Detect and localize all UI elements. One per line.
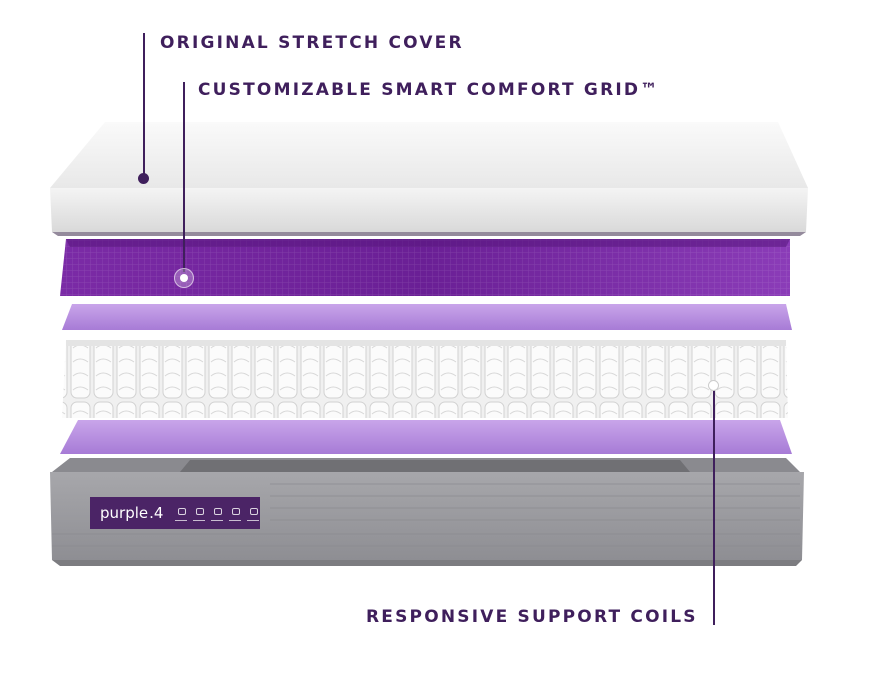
grid-callout-label: CUSTOMIZABLE SMART COMFORT GRID™ bbox=[198, 80, 660, 100]
grid-callout-dot bbox=[174, 268, 194, 288]
stretch-cover-top bbox=[50, 122, 808, 188]
base-side bbox=[50, 472, 804, 560]
feature-icon bbox=[229, 506, 242, 521]
feature-icon bbox=[247, 506, 260, 521]
cover-leader-line bbox=[143, 33, 145, 175]
brand-badge: purple .4 bbox=[90, 497, 260, 529]
coils-callout-label: RESPONSIVE SUPPORT COILS bbox=[366, 607, 698, 627]
transition-layer-lower bbox=[60, 420, 792, 454]
cover-callout-dot bbox=[138, 173, 149, 184]
support-coils-layer bbox=[62, 340, 788, 418]
transition-layer-upper bbox=[62, 304, 792, 330]
brand-name: purple bbox=[100, 504, 149, 522]
feature-icon bbox=[211, 506, 224, 521]
stretch-cover-side bbox=[50, 188, 808, 232]
cover-callout-label: ORIGINAL STRETCH COVER bbox=[160, 33, 464, 53]
coils-leader-line bbox=[713, 385, 715, 625]
brand-model: .4 bbox=[149, 504, 164, 522]
feature-icon bbox=[193, 506, 206, 521]
feature-icon bbox=[175, 506, 188, 521]
coils-callout-dot bbox=[708, 380, 719, 391]
badge-feature-icons bbox=[175, 506, 260, 521]
grid-leader-line bbox=[183, 82, 185, 272]
